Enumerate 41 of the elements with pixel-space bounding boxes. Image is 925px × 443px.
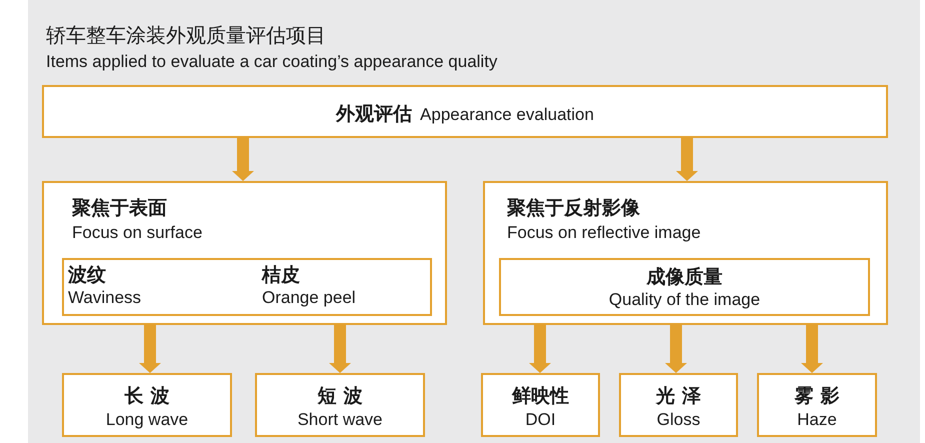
chinese-label: 聚焦于表面 xyxy=(72,196,167,221)
arrow xyxy=(665,325,687,373)
english-label: Long wave xyxy=(104,410,190,430)
category-box xyxy=(499,258,870,316)
chinese-label: 雾 影 xyxy=(794,384,840,409)
category-box xyxy=(481,373,600,437)
english-label: Focus on reflective image xyxy=(507,223,701,243)
chinese-label: 成像质量 xyxy=(645,265,724,290)
category-box xyxy=(757,373,877,437)
chinese-label: 波纹 xyxy=(68,263,106,288)
arrow xyxy=(529,325,551,373)
chinese-label: 长 波 xyxy=(124,384,170,409)
english-label: Haze xyxy=(796,410,838,430)
category-box xyxy=(255,373,425,437)
title: 轿车整车涂装外观质量评估项目 xyxy=(46,22,326,49)
chinese-label: 短 波 xyxy=(316,384,364,409)
english-label: Orange peel xyxy=(262,288,356,308)
arrow xyxy=(329,325,351,373)
arrow xyxy=(139,325,161,373)
heading: 外观评估 xyxy=(336,103,412,125)
chinese-label: 鲜映性 xyxy=(510,384,570,409)
chinese-label: 桔皮 xyxy=(262,263,300,288)
english-label: DOI xyxy=(524,410,557,430)
chinese-label: 聚焦于反射影像 xyxy=(507,196,640,221)
category-box xyxy=(42,181,447,325)
subtitle: Items applied to evaluate a car coating’s appearance quality xyxy=(46,52,498,72)
heading-translation: Appearance evaluation xyxy=(420,105,594,124)
chinese-label: 光 泽 xyxy=(654,384,702,409)
group-box xyxy=(62,258,432,316)
english-label: Quality of the image xyxy=(608,290,762,310)
arrow xyxy=(801,325,823,373)
arrow xyxy=(676,138,698,181)
category-box xyxy=(619,373,738,437)
category-box xyxy=(42,85,888,138)
english-label: Waviness xyxy=(68,288,142,308)
english-label: Gloss xyxy=(656,410,702,430)
category-box xyxy=(483,181,888,325)
english-label: Focus on surface xyxy=(72,223,202,243)
category-box xyxy=(62,373,232,437)
english-label: Short wave xyxy=(296,410,384,430)
arrow xyxy=(232,138,254,181)
